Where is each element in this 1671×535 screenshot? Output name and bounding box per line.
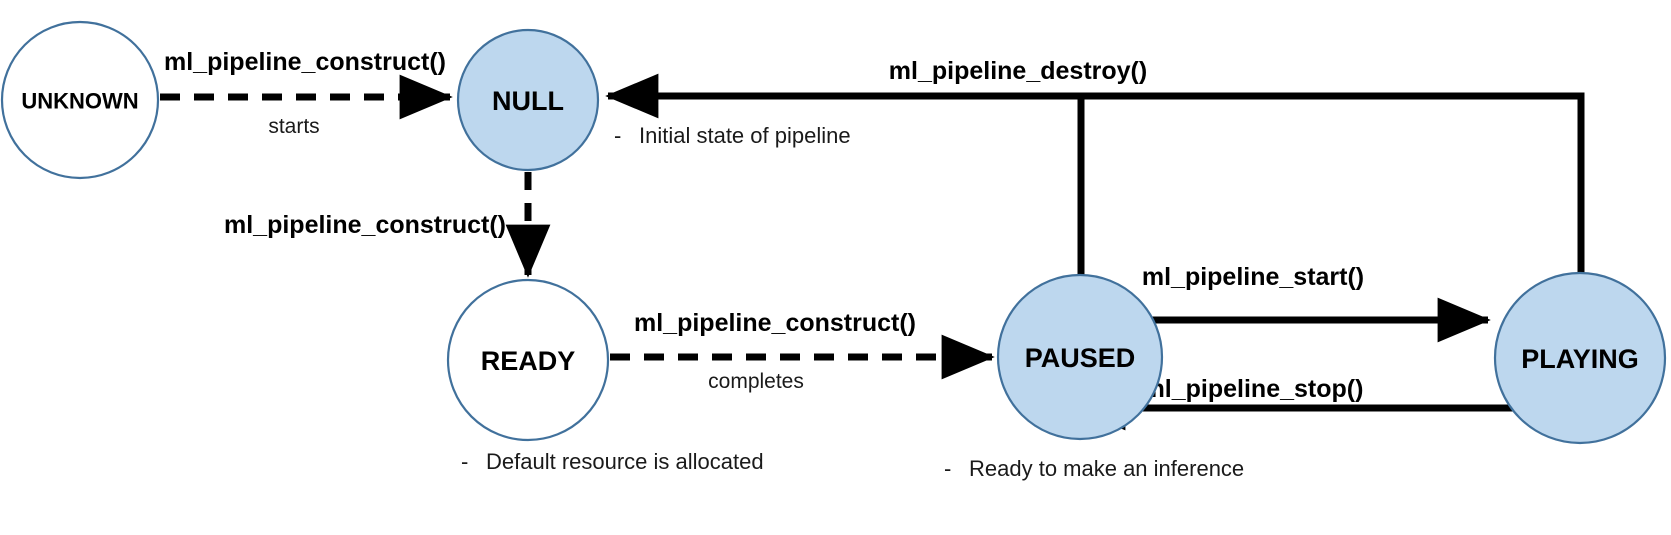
note-bullet-paused: - xyxy=(944,456,951,481)
state-circle-unknown xyxy=(0,20,160,180)
edge-label-paused-to-playing: ml_pipeline_start() xyxy=(1142,263,1364,291)
edge-sublabel-unknown-to-null: starts xyxy=(268,115,319,138)
note-text-paused: Ready to make an inference xyxy=(969,456,1244,481)
state-circle-playing xyxy=(1493,271,1667,445)
note-ready: - Default resource is allocated xyxy=(461,449,764,474)
note-bullet-null: - xyxy=(614,123,621,148)
state-node-playing[interactable]: PLAYING xyxy=(1493,271,1667,445)
edge-null-to-ready[interactable]: ml_pipeline_construct() xyxy=(224,172,551,278)
edge-label-null-to-ready: ml_pipeline_construct() xyxy=(224,211,506,239)
state-label-unknown: UNKNOWN xyxy=(21,89,138,114)
edge-ready-to-paused[interactable]: ml_pipeline_construct() completes xyxy=(610,309,995,393)
state-label-paused: PAUSED xyxy=(1025,343,1136,373)
note-paused: - Ready to make an inference xyxy=(944,456,1244,481)
state-circle-ready xyxy=(446,278,610,442)
state-label-playing: PLAYING xyxy=(1521,344,1639,374)
edge-line-destroy-playing xyxy=(605,73,1585,310)
edge-label-playing-to-paused: ml_pipeline_stop() xyxy=(1143,375,1364,403)
edge-label-unknown-to-null: ml_pipeline_construct() xyxy=(164,48,446,76)
edge-playing-to-paused[interactable]: ml_pipeline_stop() xyxy=(1072,375,1580,431)
state-circle-null xyxy=(456,28,600,172)
note-text-null: Initial state of pipeline xyxy=(639,123,851,148)
note-null: - Initial state of pipeline xyxy=(614,123,851,148)
note-bullet-ready: - xyxy=(461,449,468,474)
note-text-ready: Default resource is allocated xyxy=(486,449,764,474)
state-node-paused[interactable]: PAUSED xyxy=(996,273,1164,441)
state-node-ready[interactable]: READY xyxy=(446,278,610,442)
state-label-ready: READY xyxy=(481,346,576,376)
state-label-null: NULL xyxy=(492,86,564,116)
edge-unknown-to-null[interactable]: ml_pipeline_construct() starts xyxy=(160,48,453,138)
edge-label-destroy-to-null: ml_pipeline_destroy() xyxy=(889,57,1147,85)
edge-destroy-to-null[interactable]: ml_pipeline_destroy() xyxy=(605,57,1585,310)
state-node-null[interactable]: NULL xyxy=(456,28,600,172)
edge-sublabel-ready-to-paused: completes xyxy=(708,370,804,393)
state-circle-paused xyxy=(996,273,1164,441)
edge-label-ready-to-paused: ml_pipeline_construct() xyxy=(634,309,916,337)
state-node-unknown[interactable]: UNKNOWN xyxy=(0,20,160,180)
